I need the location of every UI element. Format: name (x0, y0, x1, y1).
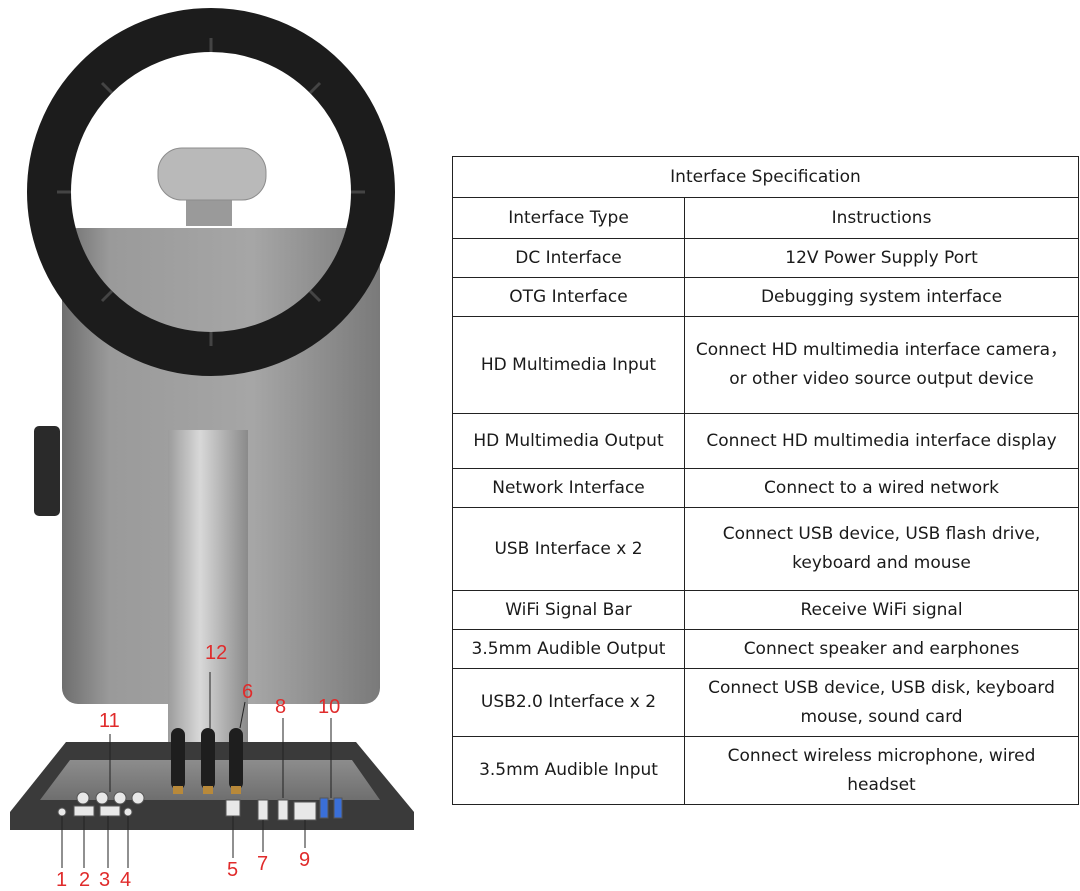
callout-2: 2 (79, 869, 91, 891)
row-type: HD Multimedia Input (452, 316, 685, 414)
callout-9: 9 (299, 849, 311, 871)
row-instructions: 12V Power Supply Port (683, 238, 1080, 278)
ring-vents (57, 38, 365, 346)
callout-6: 6 (242, 681, 254, 703)
callout-4: 4 (120, 869, 132, 891)
ring-light (27, 8, 395, 376)
row-type: USB2.0 Interface x 2 (452, 668, 685, 737)
interface-spec-table: Interface Specification Interface Type I… (451, 156, 1080, 805)
row-type: OTG Interface (452, 277, 685, 317)
row-type: USB Interface x 2 (452, 507, 685, 591)
callout-5: 5 (227, 859, 239, 881)
row-instructions: Connect HD multimedia interface display (683, 413, 1080, 469)
callout-10: 10 (318, 696, 341, 718)
row-instructions: Connect USB device, USB disk, keyboard m… (683, 668, 1080, 737)
row-type: DC Interface (452, 238, 685, 278)
row-type: 3.5mm Audible Input (452, 736, 685, 805)
stand-pole (168, 430, 248, 760)
row-type: HD Multimedia Output (452, 413, 685, 469)
row-instructions: Debugging system interface (683, 277, 1080, 317)
port-cluster (57, 791, 343, 821)
callout-1: 1 (56, 869, 68, 891)
row-instructions: Receive WiFi signal (683, 590, 1080, 630)
row-instructions: Connect to a wired network (683, 468, 1080, 508)
callout-7: 7 (257, 853, 269, 875)
header-interface-type: Interface Type (452, 197, 685, 239)
callout-8: 8 (275, 696, 287, 718)
device-illustration (10, 8, 414, 868)
table-title: Interface Specification (451, 156, 1080, 198)
side-knob (34, 426, 60, 516)
row-instructions: Connect wireless microphone, wired heads… (683, 736, 1080, 805)
wifi-antennas (171, 728, 243, 790)
header-instructions: Instructions (683, 197, 1080, 239)
row-type: 3.5mm Audible Output (452, 629, 685, 669)
row-instructions: Connect HD multimedia interface camera，o… (683, 316, 1080, 414)
callout-11: 11 (99, 710, 120, 732)
callout-3: 3 (99, 869, 111, 891)
row-instructions: Connect speaker and earphones (683, 629, 1080, 669)
callout-12: 12 (205, 642, 228, 664)
row-instructions: Connect USB device, USB flash drive, key… (683, 507, 1080, 591)
row-type: WiFi Signal Bar (452, 590, 685, 630)
webcam (157, 147, 267, 201)
row-type: Network Interface (452, 468, 685, 508)
